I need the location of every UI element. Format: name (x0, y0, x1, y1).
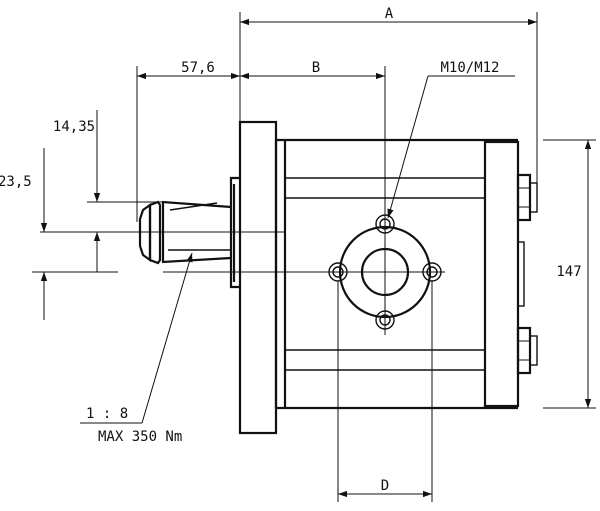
tie-bolt-top (516, 173, 538, 222)
dimension-b: B (240, 60, 386, 215)
mounting-flange (238, 120, 278, 435)
drive-shaft (138, 176, 240, 289)
taper-callout: 1 : 8 MAX 350 Nm (80, 252, 193, 445)
dimension-shaft-length-label: 57,6 (181, 60, 215, 76)
pump-body (274, 138, 518, 410)
dimension-a: A (239, 6, 538, 183)
dimension-d-label: D (381, 478, 389, 494)
dimension-height: 147 (543, 139, 596, 409)
flanged-port (328, 214, 442, 330)
dimension-a-label: A (385, 6, 394, 22)
port-thread-callout: M10/M12 (387, 60, 515, 219)
center-lines (32, 210, 445, 335)
tie-bolt-bottom (516, 326, 538, 375)
dimension-shaft-length: 57,6 (136, 60, 240, 222)
rear-cover (483, 140, 525, 408)
dimension-d: D (337, 281, 433, 502)
port-bolt-bottom (375, 310, 395, 330)
port-thread-label: M10/M12 (440, 60, 499, 76)
taper-label: 1 : 8 (86, 406, 128, 422)
dimension-14-35: 14,35 (53, 110, 163, 272)
dimension-height-label: 147 (556, 264, 581, 280)
dimension-14-35-label: 14,35 (53, 119, 95, 135)
torque-label: MAX 350 Nm (98, 429, 182, 445)
dimension-b-label: B (312, 60, 320, 76)
dimension-23-5: 23,5 (0, 148, 48, 320)
dimension-23-5-label: 23,5 (0, 174, 32, 190)
